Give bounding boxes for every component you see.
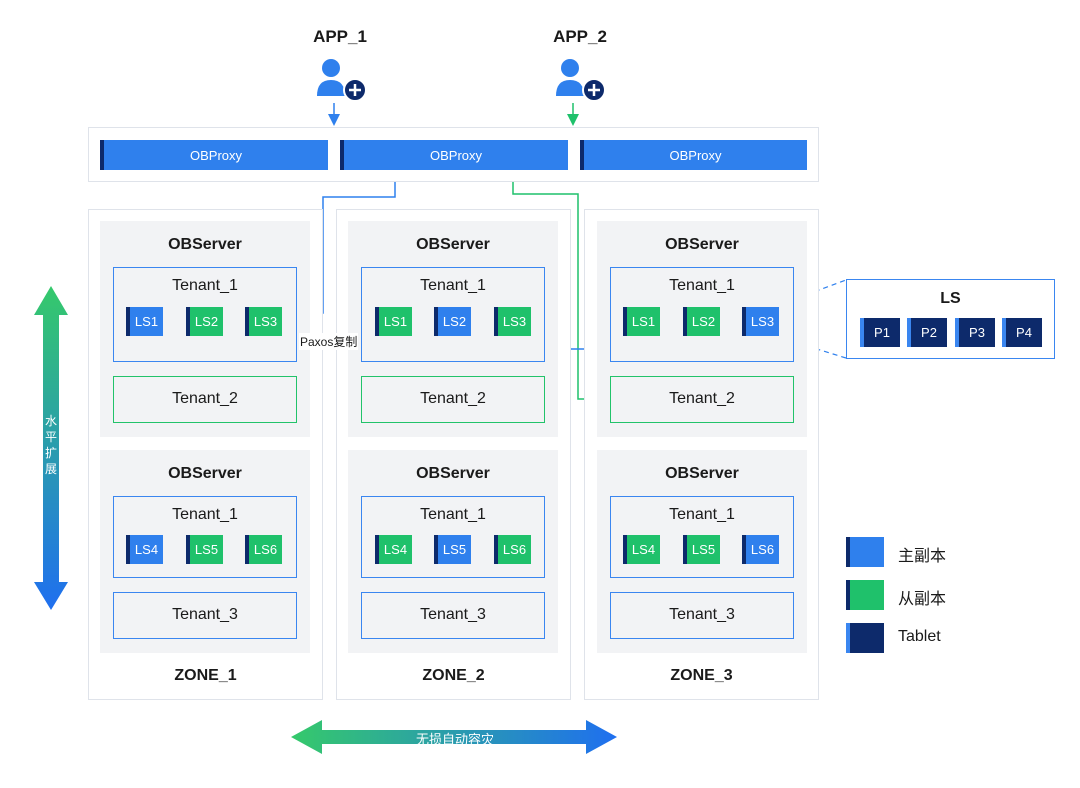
dr-label: 无损自动容灾	[415, 732, 494, 747]
tenant-name: Tenant_2	[669, 390, 735, 407]
ls-replica: LS5	[434, 535, 471, 564]
obproxy-1: OBProxy	[100, 140, 328, 170]
zone-title: ZONE_1	[174, 667, 237, 684]
ls-replica: LS2	[186, 307, 223, 336]
observer-title: OBServer	[665, 236, 739, 253]
partition: P1	[860, 318, 900, 347]
ls-replica: LS1	[623, 307, 660, 336]
observer-title: OBServer	[168, 465, 242, 482]
obproxy-2: OBProxy	[340, 140, 568, 170]
ls-replica: LS3	[742, 307, 779, 336]
tenant-2-box	[361, 376, 545, 423]
ls-replica: LS2	[434, 307, 471, 336]
observer-title: OBServer	[665, 465, 739, 482]
tenant-3-box	[610, 592, 794, 639]
ls-replica: LS4	[623, 535, 660, 564]
observer-title: OBServer	[168, 236, 242, 253]
legend-swatch-primary	[846, 537, 884, 567]
partition: P4	[1002, 318, 1042, 347]
partition: P2	[907, 318, 947, 347]
tenant-name: Tenant_3	[669, 606, 735, 623]
legend-swatch-tablet	[846, 623, 884, 653]
obproxy-3: OBProxy	[580, 140, 807, 170]
ls-replica: LS1	[375, 307, 412, 336]
tenant-name: Tenant_2	[172, 390, 238, 407]
user-add-icon	[317, 59, 367, 102]
ls-detail-title: LS	[940, 290, 961, 307]
scale-label: 水平扩展	[44, 414, 57, 476]
ls-replica: LS5	[683, 535, 720, 564]
tenant-name: Tenant_3	[420, 606, 486, 623]
ls-replica: LS6	[742, 535, 779, 564]
tenant-name: Tenant_1	[172, 277, 238, 294]
tenant-3-box	[361, 592, 545, 639]
ls-replica: LS4	[375, 535, 412, 564]
ls-replica: LS1	[126, 307, 163, 336]
dr-arrow	[291, 720, 617, 754]
ls-replica: LS6	[245, 535, 282, 564]
tenant-name: Tenant_2	[420, 390, 486, 407]
observer-title: OBServer	[416, 465, 490, 482]
zone-title: ZONE_3	[670, 667, 733, 684]
tenant-name: Tenant_1	[172, 506, 238, 523]
scale-arrow	[34, 286, 68, 610]
tenant-name: Tenant_3	[172, 606, 238, 623]
legend-label: 主副本	[898, 548, 947, 565]
paxos-label: Paxos复制	[299, 333, 359, 350]
legend-label: Tablet	[898, 628, 941, 645]
ls-replica: LS5	[186, 535, 223, 564]
tenant-name: Tenant_1	[420, 506, 486, 523]
user-add-icon	[556, 59, 606, 102]
tenant-2-box	[610, 376, 794, 423]
ls-replica: LS3	[245, 307, 282, 336]
tenant-name: Tenant_1	[669, 506, 735, 523]
ls-replica: LS6	[494, 535, 531, 564]
legend-label: 从副本	[898, 591, 947, 608]
ls-replica: LS3	[494, 307, 531, 336]
legend-swatch-replica	[846, 580, 884, 610]
tenant-2-box	[113, 376, 297, 423]
app1-label: APP_1	[313, 27, 367, 46]
zone-title: ZONE_2	[422, 667, 485, 684]
app2-label: APP_2	[553, 27, 607, 46]
tenant-3-box	[113, 592, 297, 639]
observer-title: OBServer	[416, 236, 490, 253]
tenant-name: Tenant_1	[669, 277, 735, 294]
ls-replica: LS4	[126, 535, 163, 564]
ls-replica: LS2	[683, 307, 720, 336]
partition: P3	[955, 318, 995, 347]
tenant-name: Tenant_1	[420, 277, 486, 294]
